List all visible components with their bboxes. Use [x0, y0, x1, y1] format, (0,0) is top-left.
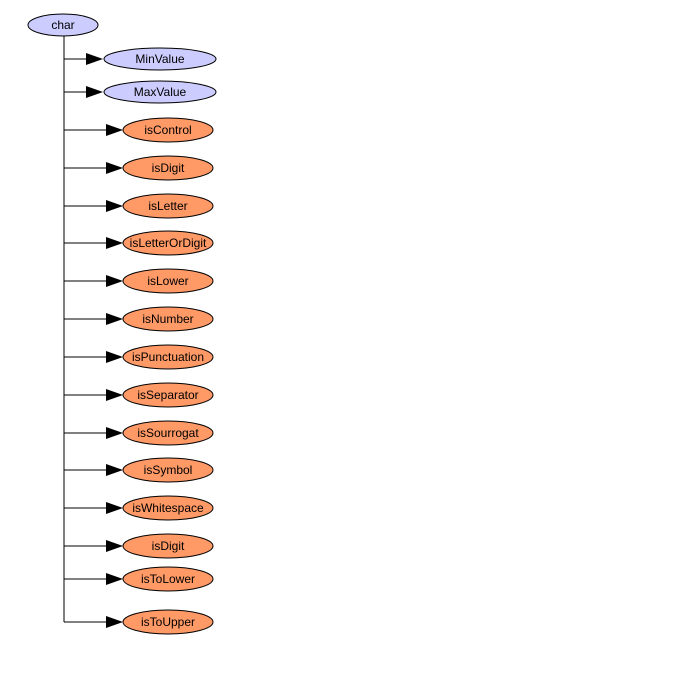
arrowhead-icon — [106, 351, 123, 363]
node-label: isToLower — [141, 572, 195, 586]
node-label: isWhitespace — [132, 501, 204, 515]
node-label: isLetter — [148, 199, 187, 213]
method-node[interactable]: isWhitespace — [122, 495, 214, 521]
method-node[interactable]: isToLower — [122, 566, 214, 592]
node-label: MinValue — [135, 52, 184, 66]
node-label: isDigit — [152, 161, 185, 175]
method-node[interactable]: isLetter — [122, 193, 214, 219]
node-shape — [122, 306, 214, 332]
node-label: isToUpper — [141, 615, 195, 629]
arrowhead-icon — [106, 573, 123, 585]
arrowhead-icon — [106, 464, 123, 476]
node-label: isLower — [147, 274, 188, 288]
method-node[interactable]: isSymbol — [122, 457, 214, 483]
arrowhead-icon — [86, 86, 103, 98]
method-node[interactable]: isSourrogat — [122, 420, 214, 446]
arrowhead-icon — [86, 53, 103, 65]
method-node[interactable]: isDigit — [122, 155, 214, 181]
node-shape — [122, 117, 214, 143]
node-label: isSourrogat — [137, 426, 199, 440]
method-node[interactable]: isNumber — [122, 306, 214, 332]
arrowhead-icon — [106, 200, 123, 212]
node-shape — [122, 609, 214, 635]
node-label: isControl — [144, 123, 191, 137]
arrowhead-icon — [106, 313, 123, 325]
method-node[interactable]: isControl — [122, 117, 214, 143]
node-shape — [122, 230, 214, 256]
method-node[interactable]: isLower — [122, 268, 214, 294]
node-shape — [122, 193, 214, 219]
method-node[interactable]: isSeparator — [122, 382, 214, 408]
arrowhead-icon — [106, 124, 123, 136]
arrowhead-icon — [106, 427, 123, 439]
field-node[interactable]: MaxValue — [103, 80, 217, 104]
node-shape — [103, 80, 217, 104]
arrowhead-icon — [106, 237, 123, 249]
node-shape — [122, 457, 214, 483]
node-shape — [122, 268, 214, 294]
node-label: isSeparator — [137, 388, 198, 402]
arrowhead-icon — [106, 502, 123, 514]
root-node-label: char — [51, 18, 74, 32]
node-label: isSymbol — [144, 463, 193, 477]
root-node-shape — [27, 13, 99, 37]
node-label: isDigit — [152, 539, 185, 553]
node-shape — [122, 533, 214, 559]
field-node[interactable]: MinValue — [103, 47, 217, 71]
node-shape — [122, 566, 214, 592]
method-node[interactable]: isDigit — [122, 533, 214, 559]
method-node[interactable]: isPunctuation — [122, 344, 214, 370]
node-label: MaxValue — [134, 85, 187, 99]
node-label: isLetterOrDigit — [130, 236, 207, 250]
arrowhead-icon — [106, 540, 123, 552]
arrowhead-icon — [106, 275, 123, 287]
node-shape — [122, 382, 214, 408]
method-node[interactable]: isLetterOrDigit — [122, 230, 214, 256]
node-shape — [122, 344, 214, 370]
node-label: isNumber — [142, 312, 193, 326]
node-shape — [122, 420, 214, 446]
node-shape — [103, 47, 217, 71]
root-node-char[interactable]: char — [27, 13, 99, 37]
arrowhead-icon — [106, 162, 123, 174]
tree-edges — [63, 36, 123, 628]
arrowhead-icon — [106, 616, 123, 628]
arrowhead-icon — [106, 389, 123, 401]
node-label: isPunctuation — [132, 350, 204, 364]
method-node[interactable]: isToUpper — [122, 609, 214, 635]
node-shape — [122, 495, 214, 521]
node-shape — [122, 155, 214, 181]
